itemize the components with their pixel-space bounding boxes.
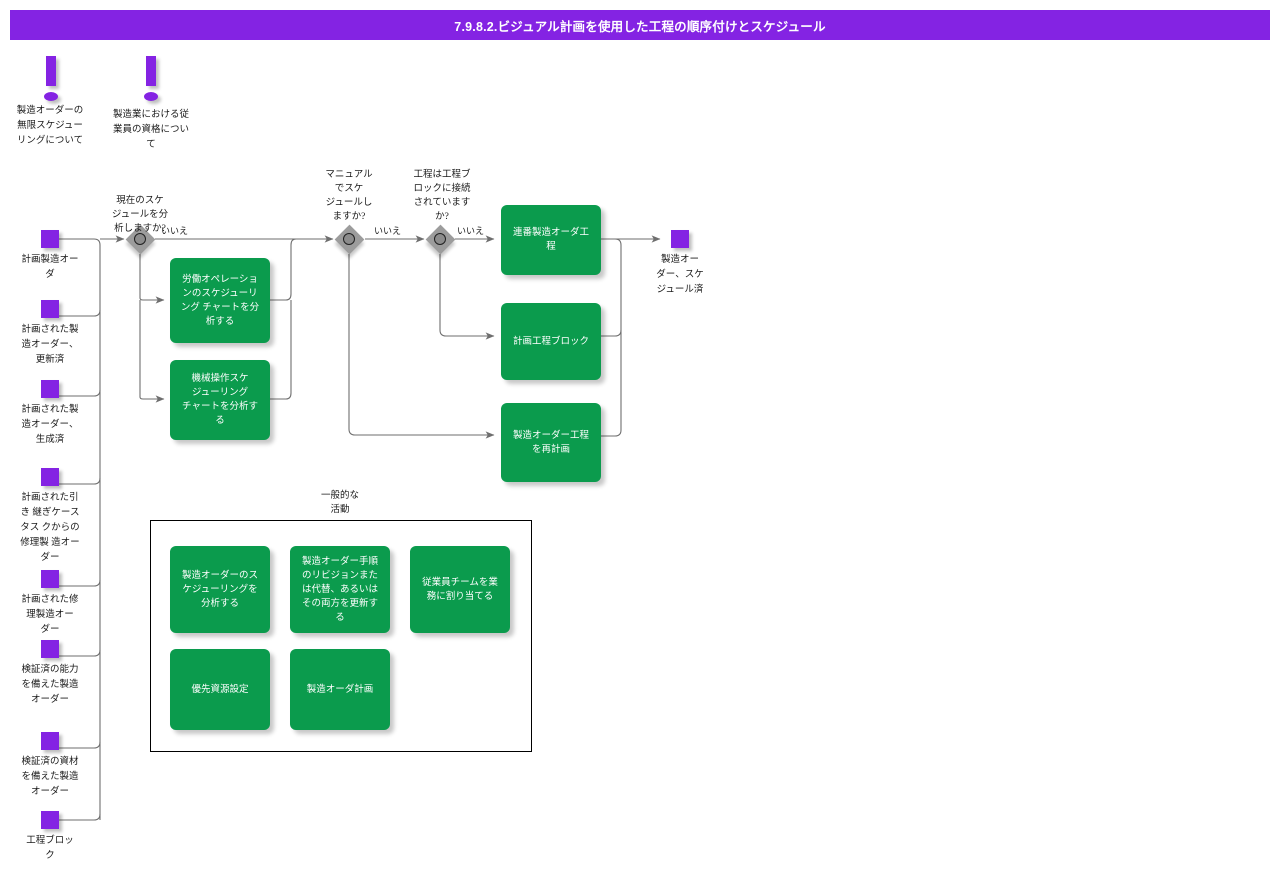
activity-set-preferred-resource[interactable]: 優先資源設定 xyxy=(170,649,270,730)
decision-ring-icon xyxy=(134,233,146,245)
input-label-planned-repair-order: 計画された修 理製造オー ダー xyxy=(21,595,79,635)
decision-label-manual-schedule: マニュアル でスケ ジュールし ますか? xyxy=(325,170,373,222)
activity-plan-manufacturing-order[interactable]: 製造オーダ計画 xyxy=(290,649,390,730)
output-node-scheduled-order[interactable] xyxy=(671,230,689,248)
process-plan-process-block[interactable]: 計画工程ブロック xyxy=(501,303,601,380)
input-node-planned-repair-order[interactable] xyxy=(41,570,59,588)
edge-label-no-3: いいえ xyxy=(457,226,485,236)
exclamation-bar-icon xyxy=(46,56,56,86)
note-label-infinite-scheduling: 製造オーダーの 無限スケジュー リングについて xyxy=(16,106,84,146)
decision-ring-icon xyxy=(343,233,355,245)
input-node-verified-capacity-order[interactable] xyxy=(41,640,59,658)
decision-label-process-connected-to-block: 工程は工程ブ ロックに接続 されています か? xyxy=(413,170,471,222)
input-node-process-block[interactable] xyxy=(41,811,59,829)
input-node-planned-manufacturing-order[interactable] xyxy=(41,230,59,248)
input-label-process-block: 工程ブロッ ク xyxy=(26,836,74,861)
activity-analyze-order-scheduling[interactable]: 製造オーダーのス ケジューリングを 分析する xyxy=(170,546,270,633)
input-node-planned-order-updated[interactable] xyxy=(41,300,59,318)
input-label-planned-order-updated: 計画された製 造オーダー、 更新済 xyxy=(21,325,79,365)
exclamation-dot-icon xyxy=(44,92,58,101)
input-node-planned-repair-from-case-task[interactable] xyxy=(41,468,59,486)
group-title-general-activities: 一般的な 活動 xyxy=(320,491,359,515)
exclamation-bar-icon xyxy=(146,56,156,86)
group-general-activities xyxy=(150,520,532,752)
input-label-planned-order-generated: 計画された製 造オーダー、 生成済 xyxy=(21,405,79,445)
exclamation-dot-icon xyxy=(144,92,158,101)
note-label-employee-qualification: 製造業における従 業員の資格につい て xyxy=(112,110,189,150)
note-icon-employee-qualification xyxy=(140,56,162,104)
decision-label-analyze-current-schedule: 現在のスケ ジュールを分 析しますか? xyxy=(111,196,169,234)
edge-label-no-1: いいえ xyxy=(161,226,189,236)
edge-label-no-2: いいえ xyxy=(374,226,402,236)
input-node-verified-material-order[interactable] xyxy=(41,732,59,750)
process-analyze-labor-operation-chart[interactable]: 労働オペレーショ ンのスケジューリ ング チャートを分 析する xyxy=(170,258,270,343)
decision-manual-schedule[interactable] xyxy=(334,224,364,254)
decision-process-connected-to-block[interactable] xyxy=(425,224,455,254)
input-label-verified-material-order: 検証済の資材 を備えた製造 オーダー xyxy=(21,757,79,797)
activity-assign-employee-team[interactable]: 従業員チームを業 務に割り当てる xyxy=(410,546,510,633)
input-label-verified-capacity-order: 検証済の能力 を備えた製造 オーダー xyxy=(21,665,79,705)
input-node-planned-order-generated[interactable] xyxy=(41,380,59,398)
page-title: 7.9.8.2.ビジュアル計画を使用した工程の順序付けとスケジュール xyxy=(10,10,1270,40)
activity-update-order-routing-revision[interactable]: 製造オーダー手順 のリビジョンまた は代替、あるいは その両方を更新す る xyxy=(290,546,390,633)
decision-ring-icon xyxy=(434,233,446,245)
process-analyze-machine-operation-chart[interactable]: 機械操作スケ ジューリング チャートを分析す る xyxy=(170,360,270,440)
output-label-scheduled-order: 製造オー ダー、スケ ジュール済 xyxy=(656,255,704,295)
process-sequence-manufacturing-order-process[interactable]: 連番製造オーダ工 程 xyxy=(501,205,601,275)
note-icon-infinite-scheduling xyxy=(40,56,62,104)
input-label-planned-manufacturing-order: 計画製造オー ダ xyxy=(21,255,79,280)
decision-analyze-current-schedule[interactable] xyxy=(125,224,155,254)
process-replan-manufacturing-order-process[interactable]: 製造オーダー工程 を再計画 xyxy=(501,403,601,482)
input-label-planned-repair-from-case-task: 計画された引 き 継ぎケース タス クからの 修理製 造オー ダー xyxy=(20,493,80,563)
